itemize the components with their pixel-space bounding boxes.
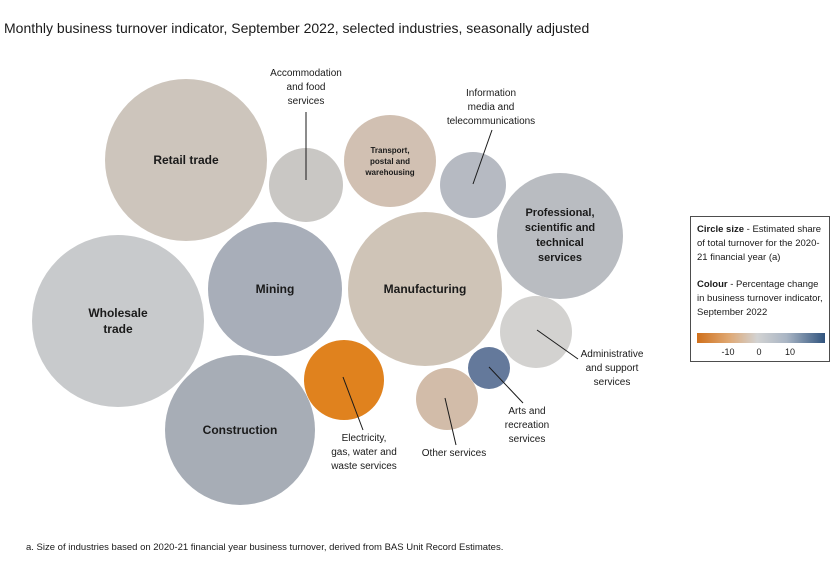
annotation-label-accommodation-and-food-services: Accommodation and food services — [270, 68, 342, 107]
legend-box: Circle size - Estimated share of total t… — [690, 216, 830, 362]
bubble-label-mining: Mining — [255, 282, 295, 296]
legend-size-term: Circle size — [697, 224, 744, 235]
bubble-mining: Mining — [208, 222, 342, 356]
gradient-tick-zero: 0 — [756, 347, 762, 357]
bubble-accommodation-and-food-services — [269, 148, 343, 222]
annotation-label-arts-and-recreation-services: Arts and recreation services — [504, 406, 550, 445]
gradient-tick-pos10: 10 — [784, 347, 796, 357]
bubble-label-wholesale-trade: Wholesale trade — [88, 306, 148, 336]
legend-colour-text: Colour - Percentage change in business t… — [697, 278, 824, 320]
annotation-label-administrative-and-support-services: Administrative and support services — [580, 349, 644, 388]
bubble-transport-postal-and-warehousing: Transport, postal and warehousing — [344, 115, 436, 207]
bubble-administrative-and-support-services — [500, 296, 572, 368]
bubble-wholesale-trade: Wholesale trade — [32, 235, 204, 407]
bubble-information-media-and-telecommunications — [440, 152, 506, 218]
annotation-label-information-media-and-telecommunications: Information media and telecommunications — [446, 88, 536, 127]
color-gradient-bar — [697, 333, 825, 343]
gradient-tick-labels: -10 0 10 — [697, 343, 825, 359]
bubble-arts-and-recreation-services — [468, 347, 510, 389]
bubble-label-construction: Construction — [202, 423, 278, 437]
bubble-other-services — [416, 368, 478, 430]
bubble-label-retail-trade: Retail trade — [153, 153, 219, 167]
chart-title: Monthly business turnover indicator, Sep… — [4, 20, 590, 36]
legend-size-text: Circle size - Estimated share of total t… — [697, 223, 824, 265]
legend-size-desc: - Estimated share of total turnover for … — [697, 224, 822, 263]
bubble-manufacturing: Manufacturing — [348, 212, 502, 366]
bubble-retail-trade: Retail trade — [105, 79, 267, 241]
legend-colour-term: Colour — [697, 279, 728, 290]
bubble-label-transport-postal-and-warehousing: Transport, postal and warehousing — [365, 145, 415, 177]
bubble-construction: Construction — [165, 355, 315, 505]
annotation-label-other-services: Other services — [421, 448, 487, 459]
bubble-professional-scientific-and-technical-services: Professional, scientific and technical s… — [497, 173, 623, 299]
footnote: a. Size of industries based on 2020-21 f… — [26, 542, 504, 553]
bubble-label-professional-scientific-and-technical-services: Professional, scientific and technical s… — [524, 207, 596, 264]
legend-colour-desc: - Percentage change in business turnover… — [697, 279, 823, 318]
bubble-electricity-gas-water-and-waste-services — [304, 340, 384, 420]
annotation-label-electricity-gas-water-and-waste-services: Electricity, gas, water and waste servic… — [331, 433, 397, 472]
bubble-label-manufacturing: Manufacturing — [383, 282, 467, 296]
gradient-tick-neg10: -10 — [721, 347, 735, 357]
